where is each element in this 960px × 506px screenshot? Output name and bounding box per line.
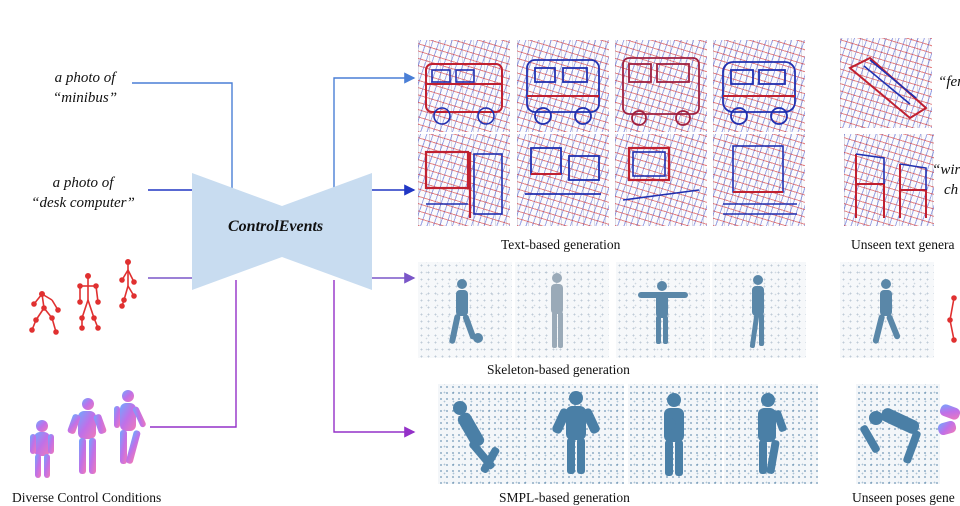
text-output-arrow-1 (333, 72, 416, 190)
skeleton-figure-icon (29, 258, 137, 335)
smpl-gen-image-4 (724, 384, 818, 484)
caption-unseen-text: Unseen text genera (851, 237, 955, 252)
unseen-pose-image-1 (840, 262, 934, 358)
smpl-body-icon (30, 390, 146, 478)
prompt-minibus-line-2: “minibus” (52, 90, 118, 106)
unseen-prompt-2-line-1: “wir (932, 162, 960, 178)
unseen-skeleton-icon (947, 295, 957, 343)
caption-control-conditions: Diverse Control Conditions (12, 490, 162, 505)
caption-text-based: Text-based generation (501, 237, 621, 252)
desk-computer-event-image-1 (418, 134, 510, 226)
desk-computer-event-image-3 (615, 134, 707, 226)
unseen-prompt-1: “fer (938, 74, 960, 90)
unseen-ferry-event-image (840, 38, 932, 128)
minibus-event-image-3 (615, 40, 707, 132)
unseen-prompt-2-line-2: ch (944, 182, 959, 198)
unseen-chair-event-image (844, 134, 934, 226)
smpl-gen-image-3 (628, 384, 722, 484)
minibus-event-image-2 (517, 40, 609, 132)
skeleton-gen-image-2 (515, 262, 609, 358)
caption-unseen-poses: Unseen poses gene (852, 490, 955, 505)
smpl-output-arrow (333, 280, 416, 438)
smpl-gen-image-1 (438, 384, 532, 484)
unseen-smpl-body-icon (937, 404, 960, 436)
model-label: ControlEvents (228, 218, 324, 235)
desk-computer-event-image-2 (517, 134, 609, 226)
minibus-event-image-4 (713, 40, 805, 132)
prompt-desk-computer: a photo of “desk computer” (20, 173, 146, 213)
minibus-input-line (132, 82, 233, 190)
skeleton-gen-image-4 (712, 262, 806, 358)
caption-smpl-based: SMPL-based generation (499, 490, 630, 505)
skeleton-gen-image-1 (418, 262, 512, 358)
prompt-minibus: a photo of “minibus” (30, 68, 140, 108)
smpl-gen-image-2 (530, 384, 624, 484)
unseen-smpl-image-1 (856, 384, 940, 484)
minibus-event-image-1 (418, 40, 510, 132)
prompt-desk-line-1: a photo of (52, 175, 114, 191)
skeleton-gen-image-3 (616, 262, 710, 358)
caption-skeleton-based: Skeleton-based generation (487, 362, 630, 377)
prompt-desk-line-2: “desk computer” (31, 195, 135, 211)
unseen-prompt-2: “wir ch (932, 160, 960, 200)
smpl-input-line (150, 280, 237, 428)
desk-computer-event-image-4 (713, 134, 805, 226)
controlevents-model-shape (192, 173, 372, 290)
prompt-minibus-line-1: a photo of (54, 70, 116, 86)
